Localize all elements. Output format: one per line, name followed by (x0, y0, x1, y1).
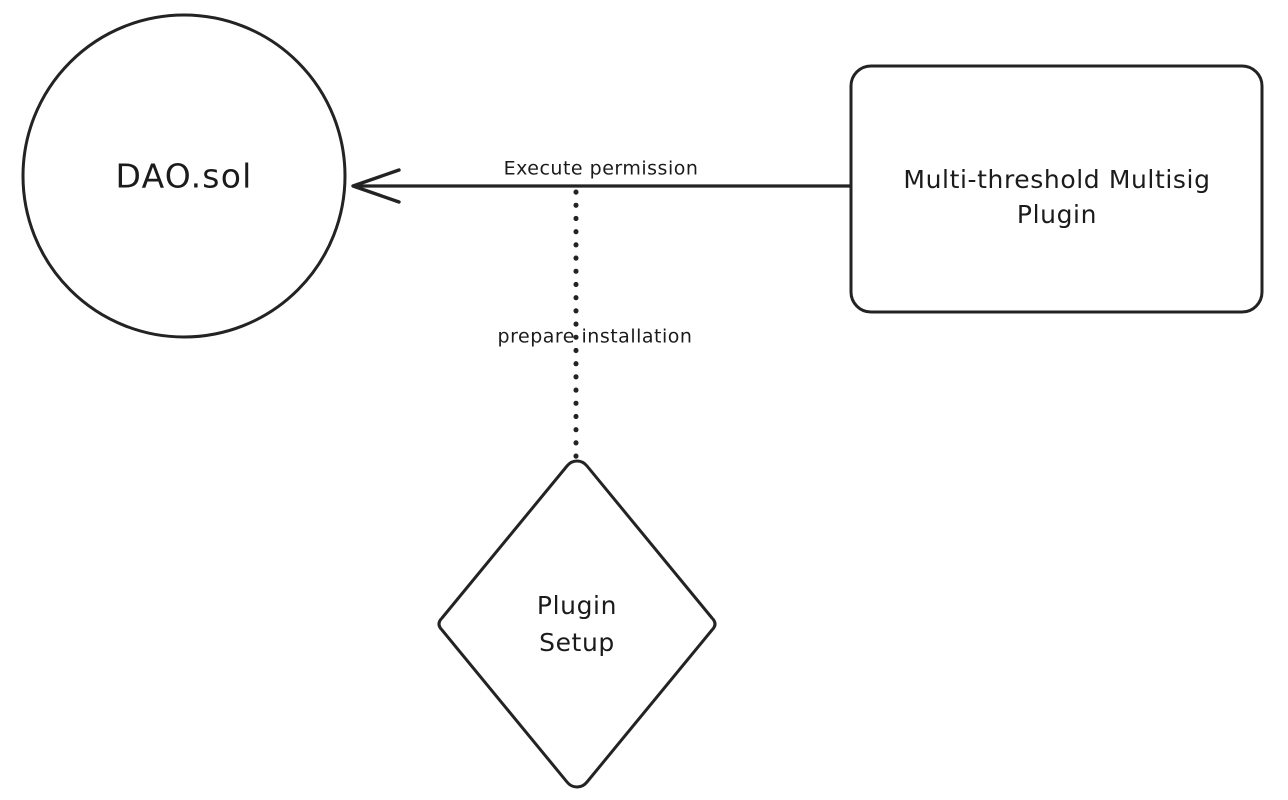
node-plugin-setup[interactable]: Plugin Setup (437, 459, 717, 789)
plugin-setup-label-line1: Plugin (537, 591, 617, 620)
edge-execute-permission[interactable] (351, 168, 851, 204)
node-dao[interactable]: DAO.sol (21, 13, 347, 339)
arrowhead-left-icon (351, 168, 401, 204)
multisig-plugin-label-line1: Multi-threshold Multisig (903, 165, 1210, 194)
edge-label-prepare-installation: prepare installation (498, 326, 693, 348)
plugin-setup-label-line2: Setup (539, 628, 615, 657)
plugin-setup-diamond-shape (437, 459, 717, 789)
edge-label-execute-permission: Execute permission (504, 158, 699, 180)
node-multisig-plugin[interactable]: Multi-threshold Multisig Plugin (849, 64, 1264, 314)
dao-circle-shape (21, 13, 347, 339)
dao-label: DAO.sol (116, 157, 253, 196)
multisig-plugin-box-shape (849, 64, 1264, 314)
multisig-plugin-label-line2: Plugin (1017, 200, 1097, 229)
